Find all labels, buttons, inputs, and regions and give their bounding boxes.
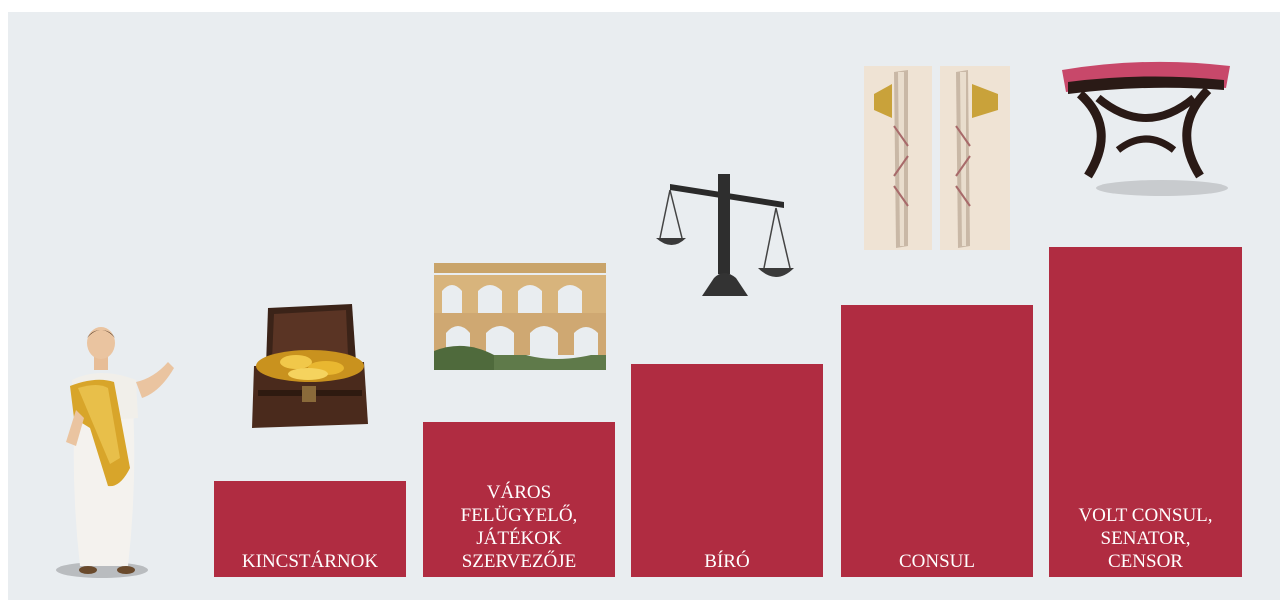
aqueduct-icon <box>434 263 606 370</box>
step-label: CONSUL <box>898 551 975 572</box>
step-kincstarnok: KINCSTÁRNOK <box>214 481 406 577</box>
step-label: VÁROS FELÜGYELŐ, JÁTÉKOK SZERVEZŐJE <box>460 482 578 572</box>
treasure-chest-icon <box>252 304 368 428</box>
step-label: VOLT CONSUL, SENATOR, CENSOR <box>1078 505 1213 572</box>
curule-chair-icon <box>1062 61 1230 196</box>
step-label: KINCSTÁRNOK <box>241 551 379 572</box>
step-censor: VOLT CONSUL, SENATOR, CENSOR <box>1049 247 1242 577</box>
step-biro: BÍRÓ <box>631 364 823 577</box>
step-label: BÍRÓ <box>704 551 750 572</box>
fasces-icon <box>864 66 1010 250</box>
roman-citizen-icon <box>56 327 174 578</box>
step-consul: CONSUL <box>841 305 1033 577</box>
scales-icon <box>656 174 794 296</box>
step-varos-felugyelo: VÁROS FELÜGYELŐ, JÁTÉKOK SZERVEZŐJE <box>423 422 615 577</box>
